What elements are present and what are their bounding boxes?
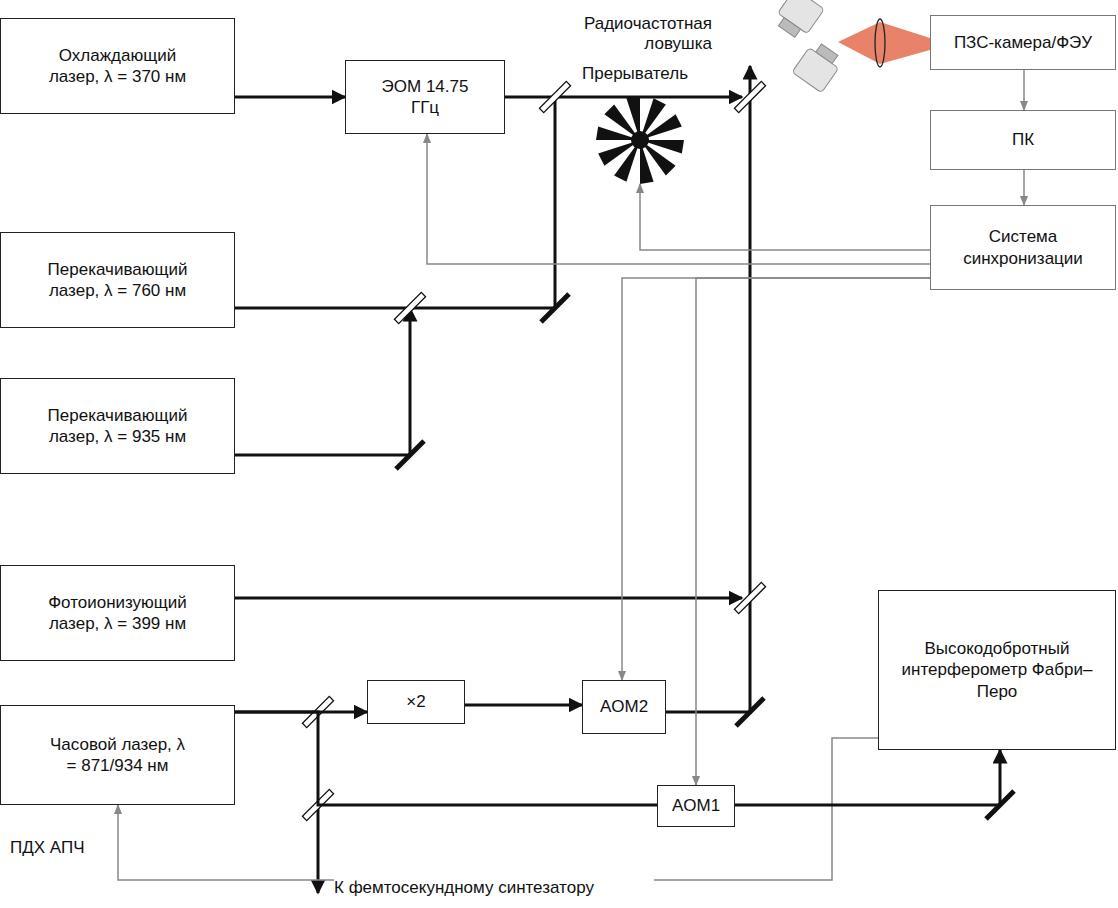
box-text: AOM1 — [672, 795, 720, 816]
box-text: Перекачивающий лазер, λ = 935 нм — [43, 405, 192, 448]
laser-box: Перекачивающий лазер, λ = 760 нм — [0, 232, 235, 328]
control-line — [1023, 70, 1025, 110]
box-text: ПК — [1012, 129, 1034, 150]
box-text: Часовой лазер, λ = 871/934 нм — [43, 734, 192, 777]
control-line — [427, 134, 930, 264]
annotation-label: ПДХ АПЧ — [10, 838, 110, 858]
laser-box: Часовой лазер, λ = 871/934 нм — [0, 705, 235, 805]
annotation-label: К фемтосекундному синтезатору — [334, 878, 654, 898]
rf-trap — [772, 0, 845, 93]
doubler-box: ×2 — [367, 680, 465, 724]
laser-beam — [235, 96, 345, 99]
aom-box: AOM2 — [582, 680, 666, 734]
laser-box: Охлаждающий лазер, λ = 370 нм — [0, 18, 235, 114]
chopper-wheel — [596, 96, 684, 184]
box-text: ПЗС-камера/ФЭУ — [954, 32, 1092, 53]
box-text: Перекачивающий лазер, λ = 760 нм — [43, 259, 192, 302]
detector-box: ПЗС-камера/ФЭУ — [930, 15, 1116, 70]
laser-box: Перекачивающий лазер, λ = 935 нм — [0, 378, 235, 474]
chopper-hub — [631, 131, 649, 149]
sync-box: Система синхронизации — [930, 205, 1116, 290]
computer-box: ПК — [930, 110, 1116, 170]
aom-box: AOM1 — [657, 785, 735, 827]
laser-beam — [735, 750, 1000, 805]
laser-beams — [235, 66, 750, 893]
annotation-label: Радиочастотная ловушка — [560, 14, 712, 55]
box-text: Система синхронизации — [943, 226, 1103, 269]
box-text: Высокодобротный интерферометр Фабри–Перо — [899, 638, 1095, 702]
box-text: AOM2 — [600, 696, 648, 717]
lens — [875, 19, 885, 67]
laser-box: Фотоионизующий лазер, λ = 399 нм — [0, 565, 235, 661]
cavity-box: Высокодобротный интерферометр Фабри–Перо — [878, 590, 1116, 750]
box-text: Охлаждающий лазер, λ = 370 нм — [43, 45, 192, 88]
control-line — [640, 184, 930, 250]
control-line — [1023, 170, 1025, 205]
modulator-box: ЭОМ 14.75 ГГц — [345, 60, 505, 134]
annotation-label: Прерыватель — [582, 64, 702, 84]
box-text: ×2 — [406, 691, 425, 712]
box-text: ЭОМ 14.75 ГГц — [374, 76, 476, 119]
laser-beam — [465, 704, 582, 707]
box-text: Фотоионизующий лазер, λ = 399 нм — [43, 592, 192, 635]
